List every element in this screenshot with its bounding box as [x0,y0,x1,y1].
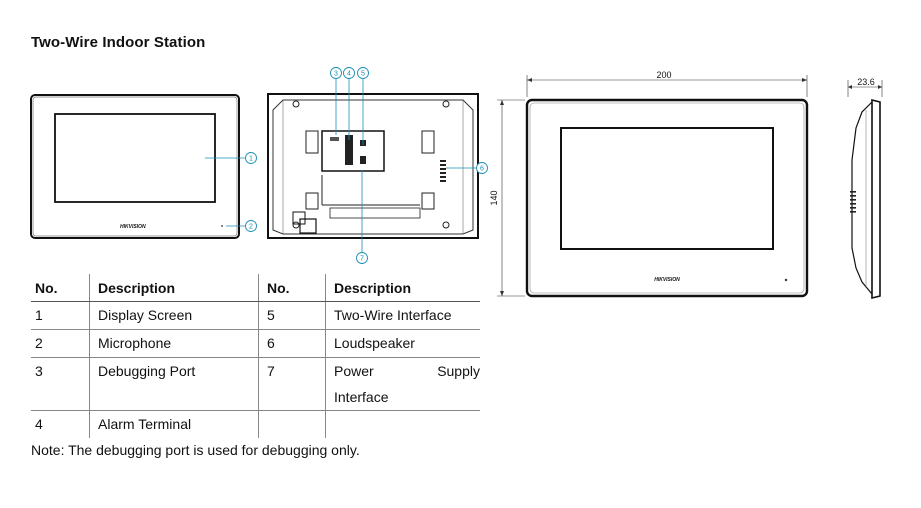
callout-7: 7 [356,252,368,264]
cell-description: Power Supply Interface [325,357,480,411]
callout-5: 5 [357,67,369,79]
front-view: HIKVISION [30,94,245,239]
cell-description-part: Supply [437,363,480,379]
svg-text:1: 1 [249,156,253,163]
callout-6: 6 [476,162,488,174]
description-table: No. Description No. Description 1 Displa… [31,274,480,438]
callout-4: 4 [343,67,355,79]
header-description-1: Description [89,274,259,302]
header-no-2: No. [258,274,326,302]
table-row: 3 Debugging Port 7 Power Supply Interfac… [31,357,480,411]
page-title: Two-Wire Indoor Station [31,34,206,51]
front-logo: HIKVISION [120,224,146,230]
cell-no: 6 [258,329,326,358]
callout-3: 3 [330,67,342,79]
side-view: 23.6 [847,77,883,300]
dimension-front-view: 200 140 HIKVISION [489,70,809,298]
dimension-width: 200 [656,70,671,80]
svg-text:3: 3 [334,71,338,78]
callout-1: 1 [245,152,257,164]
cell-no: 5 [258,301,326,330]
table-row: 1 Display Screen 5 Two-Wire Interface [31,301,480,330]
cell-description: Display Screen [89,301,259,330]
cell-no [258,410,326,438]
cell-no: 3 [31,357,90,411]
table-row: 4 Alarm Terminal [31,410,480,438]
cell-description: Loudspeaker [325,329,480,358]
cell-description: Debugging Port [89,357,259,411]
cell-description-part: Power [334,363,374,379]
cell-description [325,410,480,438]
cell-description: Alarm Terminal [89,410,259,438]
cell-no: 2 [31,329,90,358]
header-description-2: Description [325,274,480,302]
cell-no: 1 [31,301,90,330]
callout-2: 2 [245,220,257,232]
svg-text:2: 2 [249,224,253,231]
cell-no: 4 [35,416,43,432]
table-header: No. Description No. Description [31,274,480,302]
cell-description: Microphone [89,329,259,358]
svg-text:6: 6 [480,166,484,173]
dimension-logo: HIKVISION [654,277,680,283]
cell-no: 7 [258,357,326,411]
cell-description: Two-Wire Interface [325,301,480,330]
svg-text:7: 7 [360,256,364,263]
back-view [267,79,479,252]
note-text: Note: The debugging port is used for deb… [31,442,360,458]
svg-text:4: 4 [347,71,351,78]
cell-description-part: Interface [334,389,389,405]
header-no-1: No. [31,274,90,302]
dimension-height: 140 [489,190,499,205]
svg-text:5: 5 [361,71,365,78]
dimension-depth: 23.6 [857,77,875,87]
table-row: 2 Microphone 6 Loudspeaker [31,329,480,358]
